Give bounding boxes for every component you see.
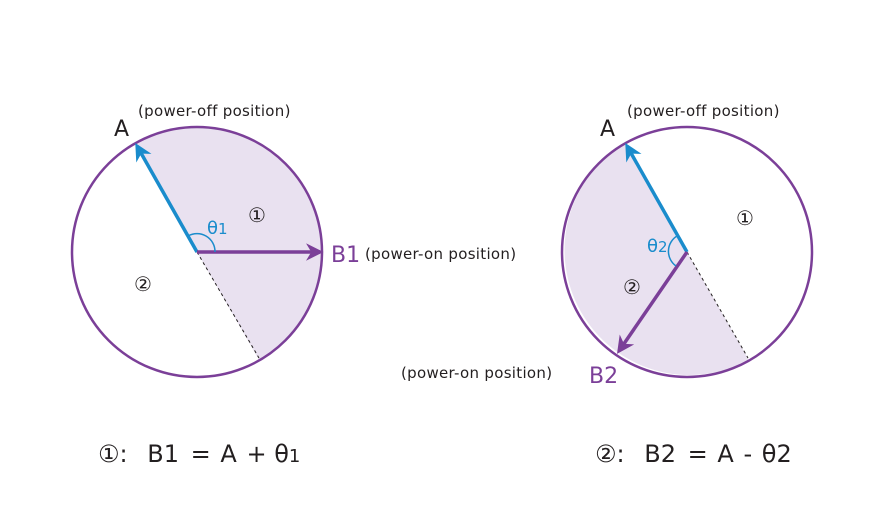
left-shaded-sector (135, 126, 323, 361)
formula-1: ①: B1 = A + θ1 (98, 440, 300, 468)
left-label-B1: B1 (331, 243, 360, 268)
right-angle-arc (667, 235, 678, 267)
left-dashed-line (196, 251, 260, 359)
right-note-B2: (power-on position) (401, 364, 552, 382)
right-region-2: ② (623, 275, 641, 299)
left-note-B1: (power-on position) (365, 245, 516, 263)
left-theta-label: θ1 (207, 218, 228, 239)
right-shaded-sector (564, 143, 749, 376)
left-label-A: A (114, 117, 129, 142)
right-label-A: A (600, 117, 615, 142)
formula-2: ②: B2 = A - θ2 (595, 440, 792, 468)
left-arrow-A (135, 142, 199, 253)
left-diagram: A (power-off position) B1 (power-on posi… (70, 102, 516, 379)
right-region-1: ① (736, 206, 754, 230)
right-arrow-B2 (617, 251, 689, 354)
right-arrow-A (625, 142, 689, 253)
left-region-1: ① (248, 203, 266, 227)
left-region-2: ② (134, 272, 152, 296)
right-dashed-line (686, 251, 749, 359)
right-diagram: A (power-off position) B2 (power-on posi… (401, 102, 814, 389)
right-theta-label: θ2 (647, 236, 668, 257)
right-note-A: (power-off position) (627, 102, 780, 120)
right-label-B2: B2 (589, 364, 618, 389)
left-note-A: (power-off position) (138, 102, 291, 120)
left-angle-arc (187, 232, 216, 253)
right-circle (560, 125, 814, 379)
